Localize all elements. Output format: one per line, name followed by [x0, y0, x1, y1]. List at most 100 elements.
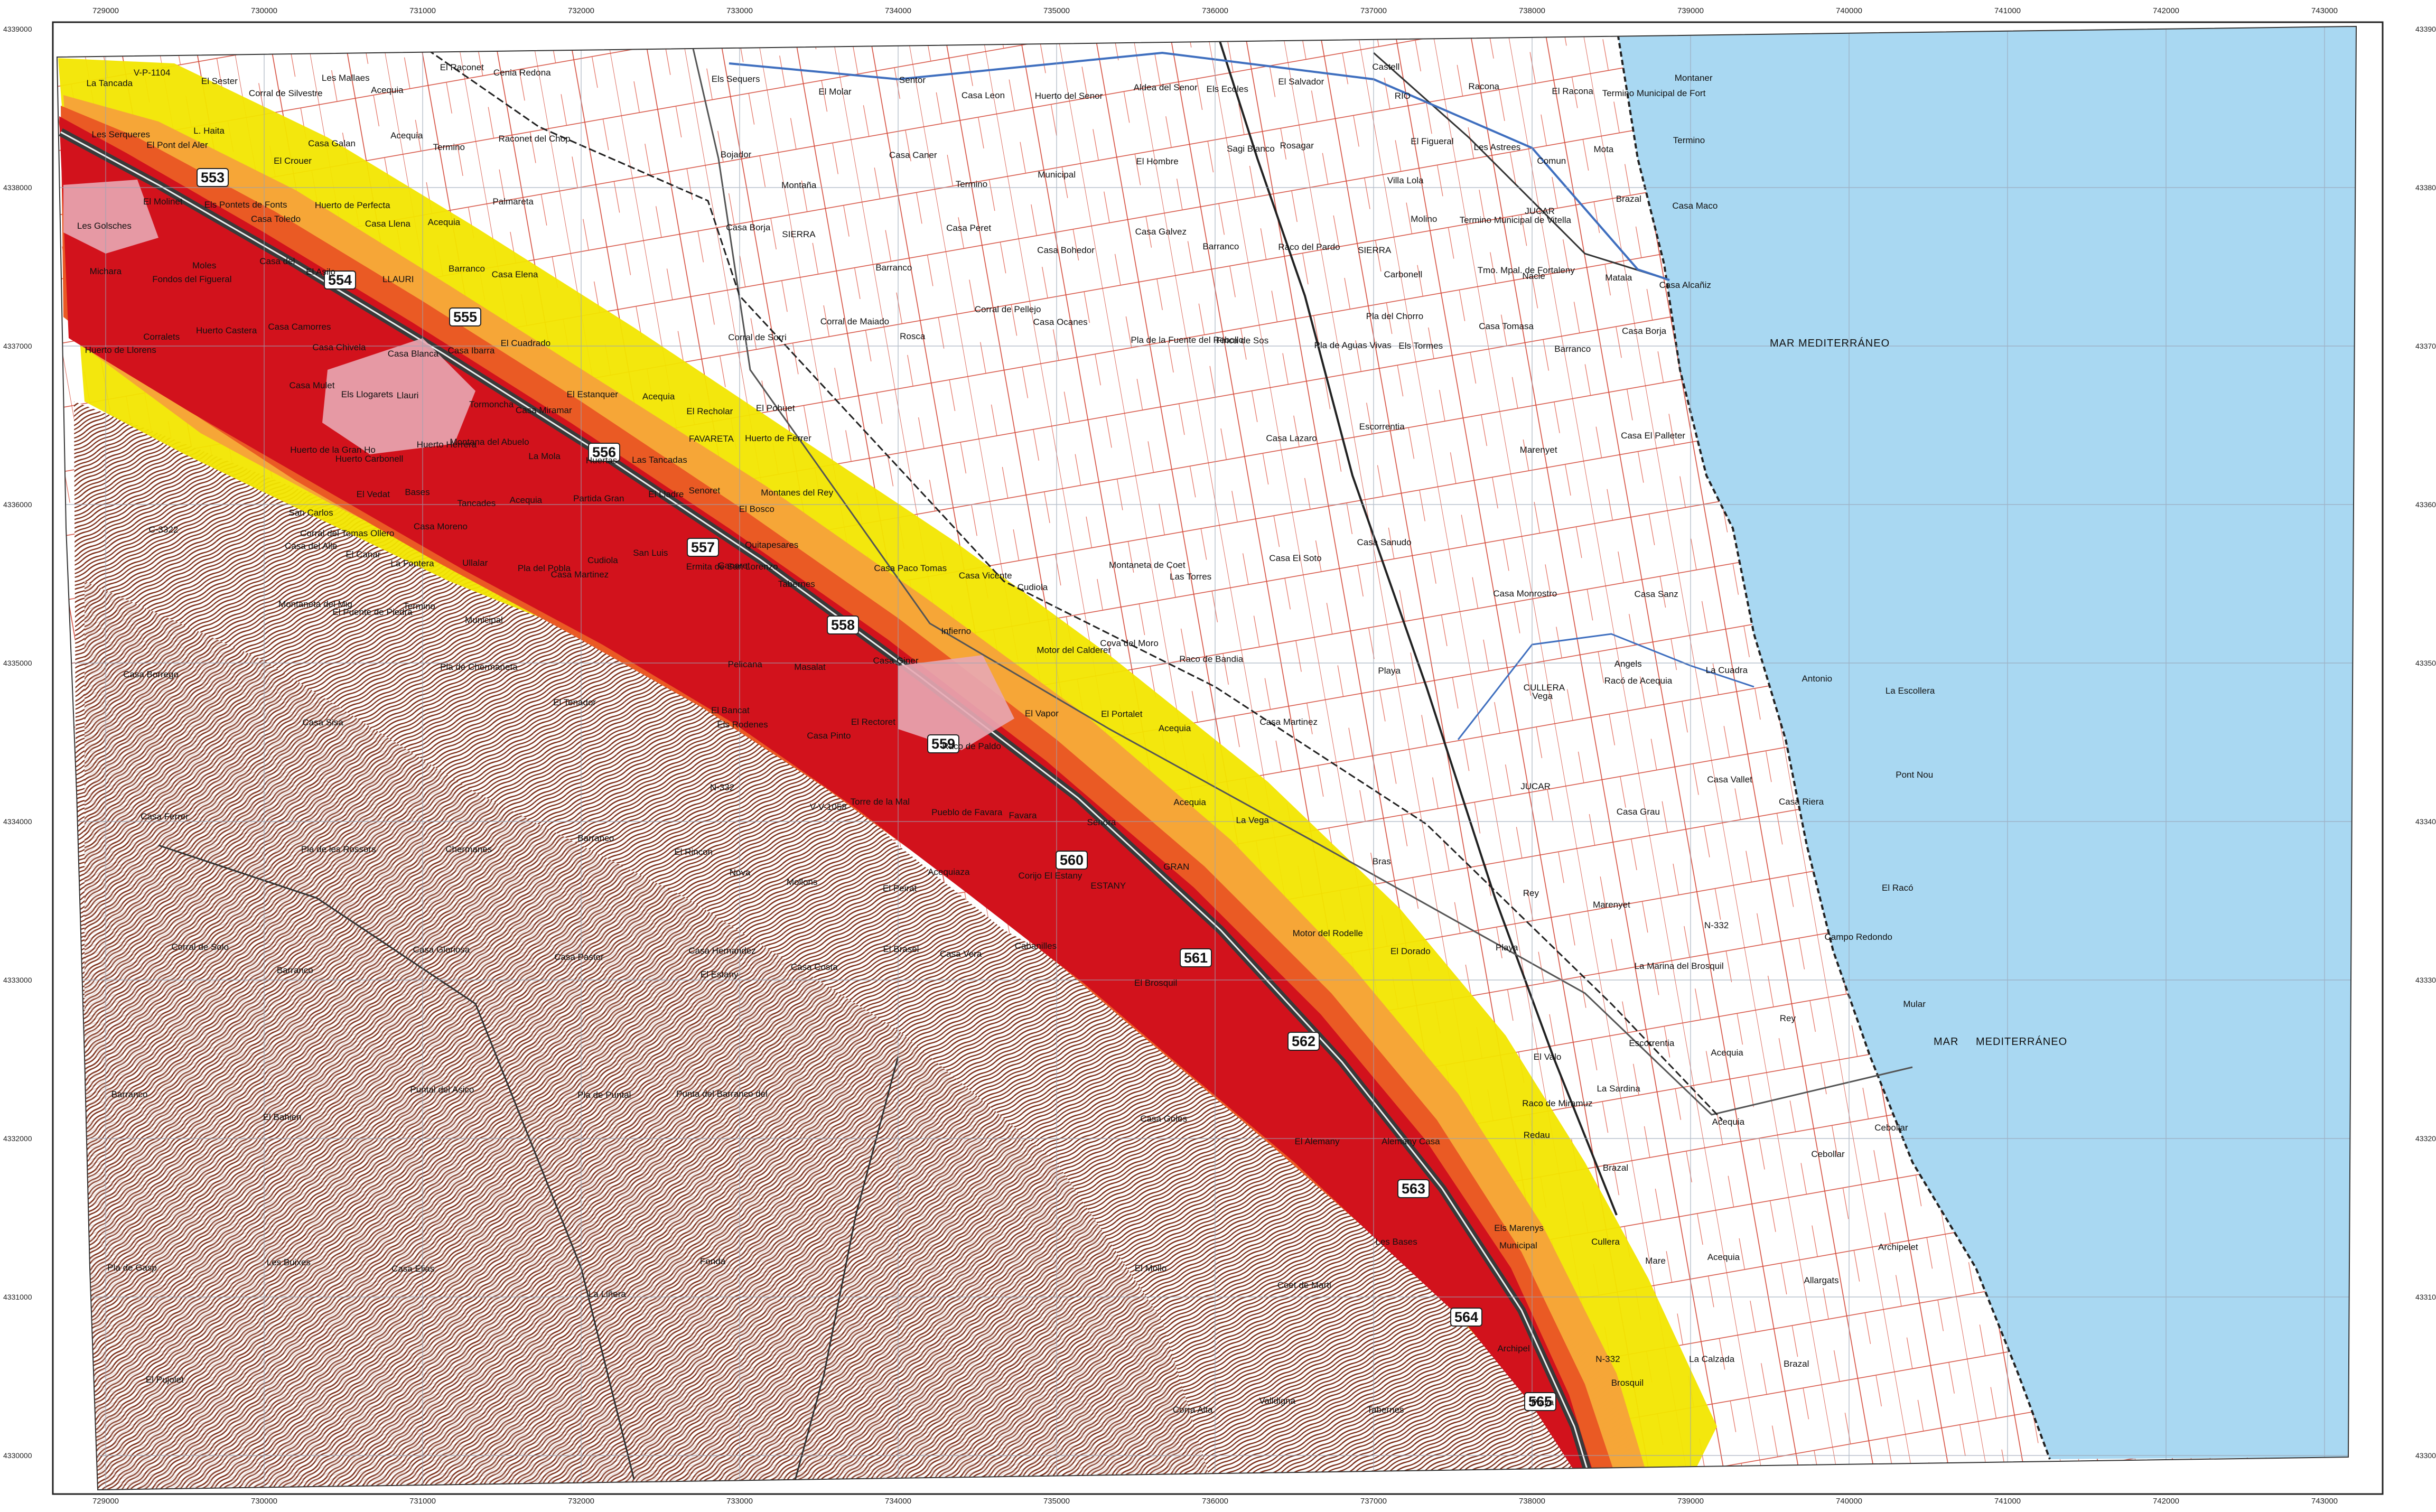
place-label: Rosca — [900, 331, 926, 341]
place-label: L. Haita — [193, 126, 225, 136]
map-frame-border — [52, 21, 2384, 1495]
place-label: Aldea del Senor — [1133, 82, 1198, 92]
place-label: Cebollar — [1874, 1123, 1908, 1133]
x-tick: 740000 — [1835, 6, 1863, 15]
place-label: Molino — [1411, 213, 1438, 224]
place-label: Municipal — [464, 615, 503, 626]
km-marker[interactable]: 565 — [1524, 1392, 1557, 1412]
place-label: RIO — [1394, 91, 1411, 101]
place-label: Escorrentia — [1359, 421, 1405, 432]
x-tick: 732000 — [567, 1497, 595, 1506]
place-label: Casa Martinez — [1259, 716, 1318, 727]
place-label: Favara — [1009, 810, 1037, 821]
place-label: La Marina del Brosquil — [1634, 961, 1724, 972]
y-tick: 4330000 — [2415, 1451, 2436, 1460]
place-label: El Brasel — [883, 944, 919, 954]
canal-estany — [1457, 633, 1754, 740]
place-label: Casa Ferrer — [141, 811, 189, 822]
km-marker[interactable]: 555 — [449, 307, 482, 327]
y-tick: 4337000 — [2415, 342, 2436, 350]
x-tick: 737000 — [1360, 1497, 1387, 1506]
place-label: Villa Lola — [1387, 175, 1424, 186]
place-label: Moles — [192, 260, 217, 271]
x-tick: 729000 — [92, 1497, 119, 1506]
sea-label: MAR — [1934, 1036, 1959, 1048]
place-label: Ermita de San Lorenzo — [686, 562, 778, 572]
km-marker[interactable]: 564 — [1450, 1308, 1483, 1327]
x-tick: 730000 — [250, 1497, 278, 1506]
place-label: Punta del Barranco del — [676, 1088, 768, 1099]
place-label: Cullera — [1591, 1236, 1620, 1247]
place-label: El Molinet — [143, 196, 183, 207]
place-label: Termino Municipal de Vitella — [1459, 214, 1571, 225]
place-label: El Dorado — [1390, 946, 1431, 956]
place-label: Barranco — [1202, 241, 1239, 251]
place-label: Pla de Chermaneta — [440, 662, 518, 673]
y-tick: 4336000 — [3, 500, 32, 509]
x-tick: 743000 — [2311, 6, 2338, 15]
km-marker[interactable]: 560 — [1056, 851, 1088, 870]
place-label: Casa Vallet — [1707, 774, 1752, 785]
place-label: El Mollo — [1134, 1263, 1167, 1273]
place-label: Corral del Tomas Ollero — [300, 528, 395, 538]
place-label: Castell — [1372, 62, 1400, 72]
y-tick: 4333000 — [2415, 976, 2436, 984]
place-label: El Racó — [1882, 882, 1914, 893]
x-tick: 733000 — [726, 1497, 753, 1506]
km-marker[interactable]: 559 — [927, 734, 960, 754]
y-tick: 4335000 — [2415, 659, 2436, 667]
km-marker[interactable]: 561 — [1180, 948, 1212, 968]
km-marker[interactable]: 557 — [687, 538, 720, 557]
place-label: Termino — [1673, 135, 1705, 146]
place-label: Pont Nou — [1896, 769, 1934, 780]
km-marker[interactable]: 556 — [588, 443, 621, 462]
place-label: Corral de Silvestre — [248, 88, 323, 98]
place-label: Acequia — [1173, 797, 1206, 807]
place-label: Casa Riera — [1779, 797, 1824, 807]
place-label: La Sardina — [1597, 1084, 1640, 1094]
place-label: Els Rodenes — [717, 720, 768, 730]
place-label: Tormoncha — [469, 399, 514, 409]
place-label: Huerto de la Gran Ho — [290, 445, 376, 455]
place-label: Acequia — [1707, 1252, 1740, 1263]
place-label: Huerto de Ferrer — [745, 433, 811, 444]
place-label: Huerto de Llorens — [85, 344, 156, 355]
place-label: Huerto del Senor — [1034, 90, 1103, 101]
place-label: SIERRA — [1358, 245, 1392, 255]
place-label: La Liñera — [588, 1289, 626, 1299]
km-marker[interactable]: 554 — [324, 270, 357, 290]
place-label: Casa Alcañiz — [1659, 280, 1711, 291]
place-label: Casa Maco — [1672, 201, 1718, 211]
place-label: El Vedat — [356, 489, 390, 500]
place-label: Els Llogarets — [341, 389, 394, 399]
place-label: El Rincon — [674, 847, 713, 857]
y-tick: 4339000 — [2415, 25, 2436, 33]
place-label: El Cuadrado — [500, 338, 551, 349]
place-label: Casa Galan — [308, 138, 356, 149]
place-label: Raconet del Chop — [498, 133, 571, 144]
km-marker[interactable]: 563 — [1397, 1179, 1430, 1199]
place-label: Senora — [1087, 817, 1116, 828]
km-marker[interactable]: 553 — [197, 168, 229, 188]
place-label: Casa Chivela — [312, 342, 366, 353]
place-label: Palmareta — [492, 196, 534, 207]
x-tick: 734000 — [884, 6, 912, 15]
place-label: Pelicana — [727, 659, 762, 669]
place-label: Els Marenys — [1494, 1222, 1544, 1233]
place-label: Huerto de Perfecta — [314, 200, 390, 210]
place-label: El Recholar — [686, 406, 733, 416]
place-label: Senoret — [688, 486, 721, 496]
place-label: El Racona — [1552, 86, 1593, 97]
km-marker[interactable]: 562 — [1287, 1032, 1320, 1051]
place-label: Corijo El Estany — [1018, 870, 1082, 881]
place-label: Cabanilles — [1014, 941, 1057, 951]
place-label: Brazal — [1784, 1358, 1809, 1369]
place-label: Racó de Acequia — [1604, 676, 1673, 686]
place-label: Tmo. Mpal. de Fortaleny — [1477, 265, 1575, 276]
place-label: Les Bases — [1375, 1236, 1417, 1247]
km-marker[interactable]: 558 — [827, 615, 860, 635]
y-tick: 4337000 — [3, 342, 32, 350]
place-label: V-P-1104 — [133, 68, 171, 78]
